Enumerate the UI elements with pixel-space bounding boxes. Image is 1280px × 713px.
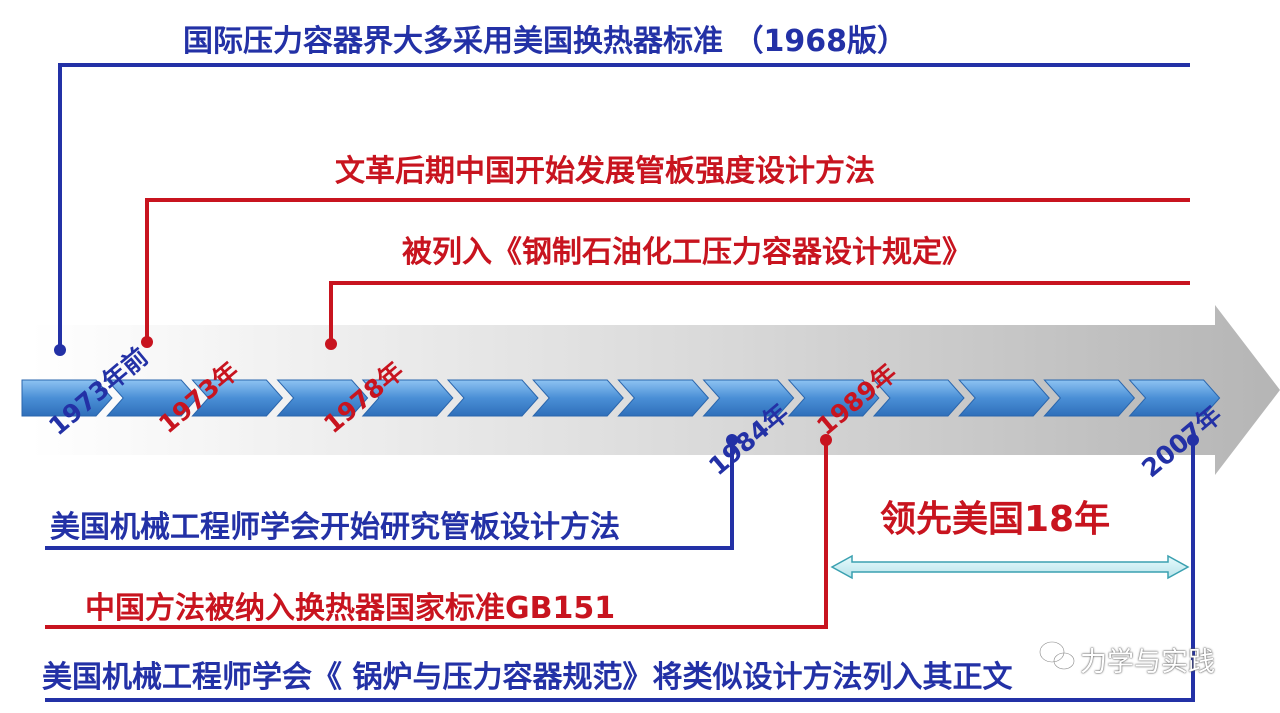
marker-1984 — [726, 434, 738, 446]
connector-1984 — [45, 440, 734, 550]
label-us-standard-1968: 国际压力容器界大多采用美国换热器标准 （1968版） — [183, 24, 907, 59]
chevron-segment — [617, 379, 710, 417]
wechat-icon — [1038, 640, 1076, 671]
label-gb151: 中国方法被纳入换热器国家标准GB151 — [85, 591, 616, 626]
label-asme-code: 美国机械工程师学会《 锅炉与压力容器规范》将类似设计方法列入其正文 — [42, 660, 1013, 695]
marker-1973-before — [54, 344, 66, 356]
chevron-segment — [1128, 379, 1221, 417]
label-petrochem-regulation: 被列入《钢制石油化工压力容器设计规定》 — [402, 235, 972, 270]
marker-1973 — [141, 336, 153, 348]
chevron-segment — [106, 379, 198, 417]
connector-1978 — [329, 281, 1190, 344]
chevron-row — [21, 379, 1221, 417]
label-china-tubesheet-start: 文革后期中国开始发展管板强度设计方法 — [335, 154, 875, 189]
chevron-segment — [787, 379, 880, 417]
marker-2007 — [1187, 434, 1199, 446]
marker-1978 — [325, 338, 337, 350]
connector-1973 — [145, 198, 1190, 342]
chevron-segment — [958, 379, 1050, 417]
label-lead-18-years: 领先美国18年 — [880, 499, 1111, 540]
chevron-segment — [21, 379, 113, 417]
chevron-segment — [532, 379, 624, 417]
watermark-text: 力学与实践 — [1080, 647, 1215, 678]
marker-1989 — [820, 434, 832, 446]
chevron-segment — [702, 379, 795, 417]
connector-1989 — [45, 440, 828, 629]
chevron-segment — [361, 379, 454, 417]
label-asme-research: 美国机械工程师学会开始研究管板设计方法 — [50, 510, 620, 545]
lead-double-arrow — [830, 554, 1190, 580]
chevron-segment — [191, 379, 284, 417]
chevron-segment — [872, 379, 965, 417]
connector-1973-before — [58, 63, 1190, 350]
chevron-segment — [446, 379, 539, 417]
connector-2007 — [45, 440, 1195, 702]
chevron-segment — [1043, 379, 1136, 417]
chevron-segment — [276, 379, 369, 417]
